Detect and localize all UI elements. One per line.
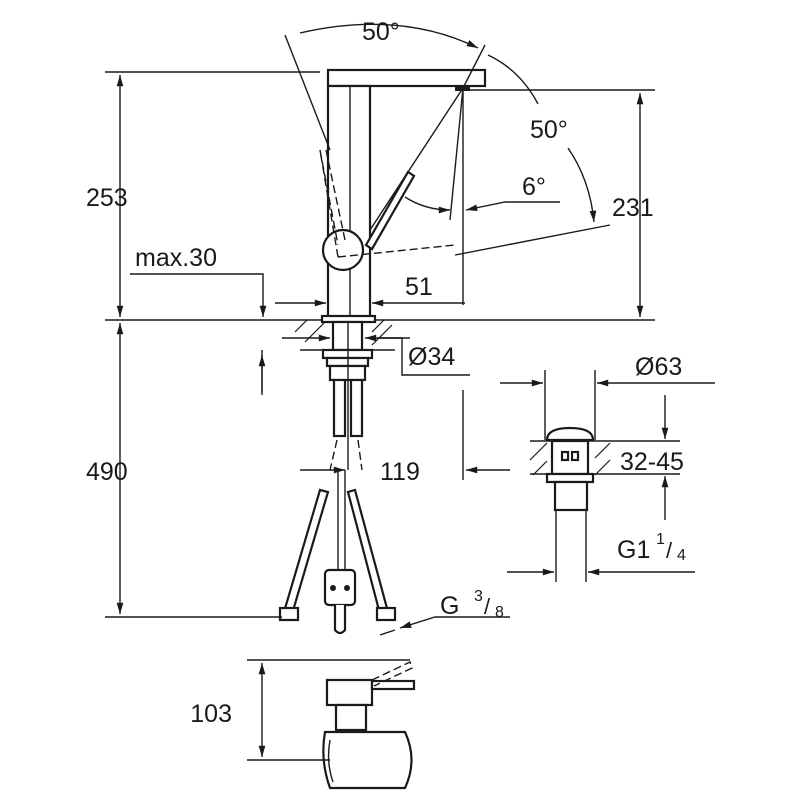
dim-waste-range: 32-45 xyxy=(620,448,684,476)
angle-lever: 50° xyxy=(530,116,568,144)
dim-lever-height: 103 xyxy=(190,700,232,728)
dim-max-thickness: max.30 xyxy=(135,244,217,272)
svg-text:/: / xyxy=(484,594,491,619)
angle-swivel: 50° xyxy=(362,18,400,46)
faucet-body xyxy=(319,68,487,324)
svg-text:/: / xyxy=(666,538,673,563)
waste-valve xyxy=(529,426,680,582)
dim-waste-diameter: Ø63 xyxy=(635,353,682,381)
dim-hose-length: 490 xyxy=(86,458,128,486)
dim-connection-thread: G 3 / 8 xyxy=(440,588,504,621)
dim-hole-diameter: Ø34 xyxy=(408,343,455,371)
svg-text:8: 8 xyxy=(495,604,504,621)
mounting-assembly xyxy=(278,319,397,635)
svg-text:3: 3 xyxy=(474,588,483,605)
dim-waste-thread: G1 1 / 4 xyxy=(617,531,686,564)
svg-text:4: 4 xyxy=(677,547,686,564)
svg-text:G1: G1 xyxy=(617,536,650,564)
angle-lever-offset: 6° xyxy=(522,173,546,201)
svg-text:1: 1 xyxy=(656,531,665,548)
dim-height-total: 253 xyxy=(86,184,128,212)
dim-body-width: 51 xyxy=(405,273,433,301)
dim-spout-height: 231 xyxy=(612,194,654,222)
lever-side-view xyxy=(322,661,416,790)
svg-text:G: G xyxy=(440,592,459,620)
dim-spout-reach: 119 xyxy=(380,458,420,486)
